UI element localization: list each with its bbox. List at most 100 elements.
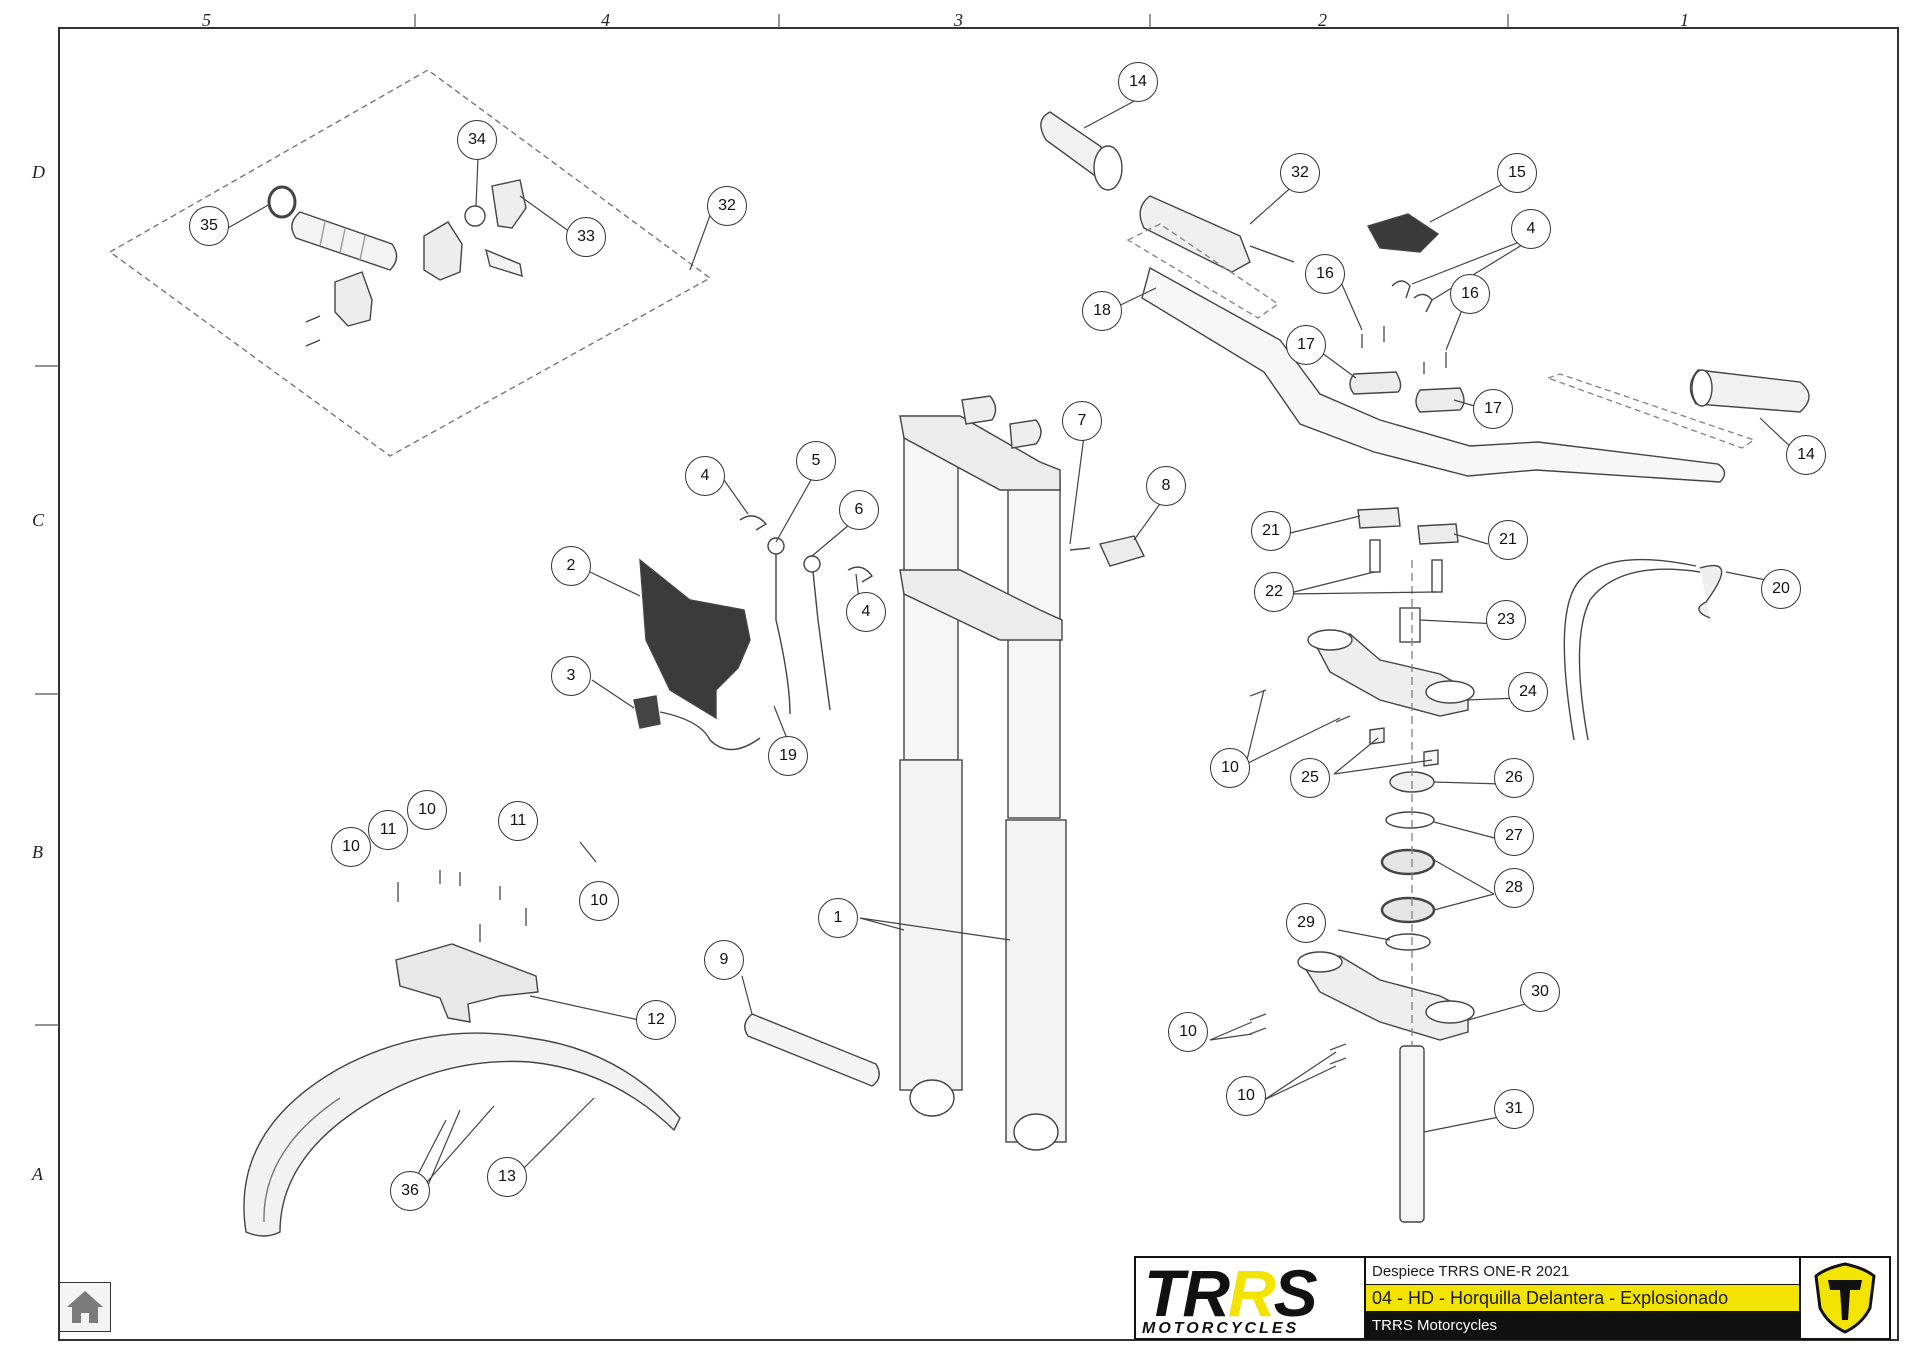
callout-10c[interactable]: 10 bbox=[579, 881, 619, 921]
wire-5 bbox=[775, 548, 791, 715]
callout-32b[interactable]: 32 bbox=[1280, 153, 1320, 193]
company-name: TRRS Motorcycles bbox=[1366, 1312, 1799, 1338]
callout-14a[interactable]: 14 bbox=[1118, 62, 1158, 102]
callout-4c[interactable]: 4 bbox=[1511, 209, 1551, 249]
callout-6[interactable]: 6 bbox=[839, 490, 879, 530]
clamp-8 bbox=[1069, 535, 1146, 567]
right-grip-14 bbox=[1689, 369, 1810, 413]
callout-35[interactable]: 35 bbox=[189, 206, 229, 246]
zone-ticks bbox=[35, 14, 1509, 1026]
bearing-28b bbox=[1380, 896, 1436, 924]
callout-10e[interactable]: 10 bbox=[1168, 1012, 1208, 1052]
callout-29[interactable]: 29 bbox=[1286, 903, 1326, 943]
callout-15[interactable]: 15 bbox=[1497, 153, 1537, 193]
callout-11a[interactable]: 11 bbox=[368, 810, 408, 850]
front-fender-13 bbox=[243, 1032, 681, 1237]
straps-4 bbox=[1391, 280, 1433, 313]
front-fork-1 bbox=[899, 395, 1067, 1151]
callout-27[interactable]: 27 bbox=[1494, 816, 1534, 856]
callout-3[interactable]: 3 bbox=[551, 656, 591, 696]
row-label-C: C bbox=[32, 510, 45, 530]
callout-1[interactable]: 1 bbox=[818, 898, 858, 938]
grip-tube bbox=[291, 211, 398, 271]
column-label-5: 5 bbox=[202, 10, 211, 30]
lower-clamp-21b bbox=[1417, 523, 1459, 545]
callout-12[interactable]: 12 bbox=[636, 1000, 676, 1040]
seal-29 bbox=[1385, 933, 1431, 951]
callout-10a[interactable]: 10 bbox=[331, 827, 371, 867]
strap-4a bbox=[739, 515, 768, 531]
callout-17b[interactable]: 17 bbox=[1473, 389, 1513, 429]
row-label-A: A bbox=[32, 1164, 43, 1184]
callout-28[interactable]: 28 bbox=[1494, 868, 1534, 908]
callout-10f[interactable]: 10 bbox=[1226, 1076, 1266, 1116]
handlebar-18 bbox=[1141, 266, 1726, 483]
logo-text-r: R bbox=[1227, 1256, 1276, 1330]
washer-35 bbox=[267, 185, 297, 219]
callout-16a[interactable]: 16 bbox=[1305, 254, 1345, 294]
callout-4a[interactable]: 4 bbox=[685, 456, 725, 496]
callout-17a[interactable]: 17 bbox=[1286, 325, 1326, 365]
callout-4b[interactable]: 4 bbox=[846, 592, 886, 632]
callout-23[interactable]: 23 bbox=[1486, 600, 1526, 640]
callout-33[interactable]: 33 bbox=[566, 217, 606, 257]
bearing-34 bbox=[464, 205, 486, 227]
callout-14b[interactable]: 14 bbox=[1786, 435, 1826, 475]
callout-7[interactable]: 7 bbox=[1062, 401, 1102, 441]
column-label-3: 3 bbox=[954, 10, 963, 30]
upper-clamp-17b bbox=[1415, 387, 1465, 413]
callout-18[interactable]: 18 bbox=[1082, 291, 1122, 331]
throttle-grip-32 bbox=[1139, 195, 1251, 273]
column-label-4: 4 bbox=[601, 10, 610, 30]
bar-pad-15 bbox=[1366, 213, 1440, 253]
axle-9 bbox=[744, 1013, 880, 1087]
callout-16b[interactable]: 16 bbox=[1450, 274, 1490, 314]
callout-30[interactable]: 30 bbox=[1520, 972, 1560, 1012]
callout-20[interactable]: 20 bbox=[1761, 569, 1801, 609]
callout-24[interactable]: 24 bbox=[1508, 672, 1548, 712]
handlebar-assembly bbox=[1040, 111, 1810, 643]
bearing-28a bbox=[1380, 848, 1436, 876]
callout-26[interactable]: 26 bbox=[1494, 758, 1534, 798]
callout-8[interactable]: 8 bbox=[1146, 466, 1186, 506]
emblem bbox=[1799, 1258, 1889, 1338]
trrs-logo: TRRS MOTORCYCLES bbox=[1136, 1258, 1366, 1338]
number-plate-assembly bbox=[633, 515, 874, 751]
column-label-2: 2 bbox=[1318, 10, 1327, 30]
callout-9[interactable]: 9 bbox=[704, 940, 744, 980]
stem-31 bbox=[1399, 1045, 1425, 1223]
page-title: 04 - HD - Horquilla Delantera - Explosio… bbox=[1366, 1285, 1799, 1312]
callout-21a[interactable]: 21 bbox=[1251, 511, 1291, 551]
callout-21b[interactable]: 21 bbox=[1488, 520, 1528, 560]
logo-text-s: S bbox=[1273, 1256, 1318, 1330]
callout-25[interactable]: 25 bbox=[1290, 758, 1330, 798]
document-name: Despiece TRRS ONE-R 2021 bbox=[1366, 1258, 1799, 1285]
callout-34[interactable]: 34 bbox=[457, 120, 497, 160]
callout-2[interactable]: 2 bbox=[551, 546, 591, 586]
wire-6 bbox=[811, 561, 831, 711]
logo-text-tr: TR bbox=[1144, 1256, 1230, 1330]
callout-31[interactable]: 31 bbox=[1494, 1089, 1534, 1129]
upper-clamp-17a bbox=[1349, 371, 1402, 395]
home-button[interactable] bbox=[59, 1282, 111, 1332]
callout-36[interactable]: 36 bbox=[390, 1171, 430, 1211]
callout-10b[interactable]: 10 bbox=[407, 790, 447, 830]
callout-22[interactable]: 22 bbox=[1254, 572, 1294, 612]
row-label-D: D bbox=[32, 162, 45, 182]
callout-11b[interactable]: 11 bbox=[498, 801, 538, 841]
callout-10d[interactable]: 10 bbox=[1210, 748, 1250, 788]
headlight-mask-2 bbox=[639, 558, 751, 720]
throttle-housing bbox=[423, 221, 463, 281]
trrs-shield-emblem-icon bbox=[1814, 1262, 1876, 1334]
callout-32a[interactable]: 32 bbox=[707, 186, 747, 226]
cable-20 bbox=[1563, 558, 1723, 741]
switch-3 bbox=[633, 695, 661, 729]
sheet-border bbox=[58, 27, 1899, 1341]
fender-assembly bbox=[243, 870, 681, 1237]
callout-13[interactable]: 13 bbox=[487, 1157, 527, 1197]
callout-19[interactable]: 19 bbox=[768, 736, 808, 776]
callout-5[interactable]: 5 bbox=[796, 441, 836, 481]
title-block: TRRS MOTORCYCLES Despiece TRRS ONE-R 202… bbox=[1134, 1256, 1891, 1340]
fender-bracket-12 bbox=[395, 943, 539, 1023]
